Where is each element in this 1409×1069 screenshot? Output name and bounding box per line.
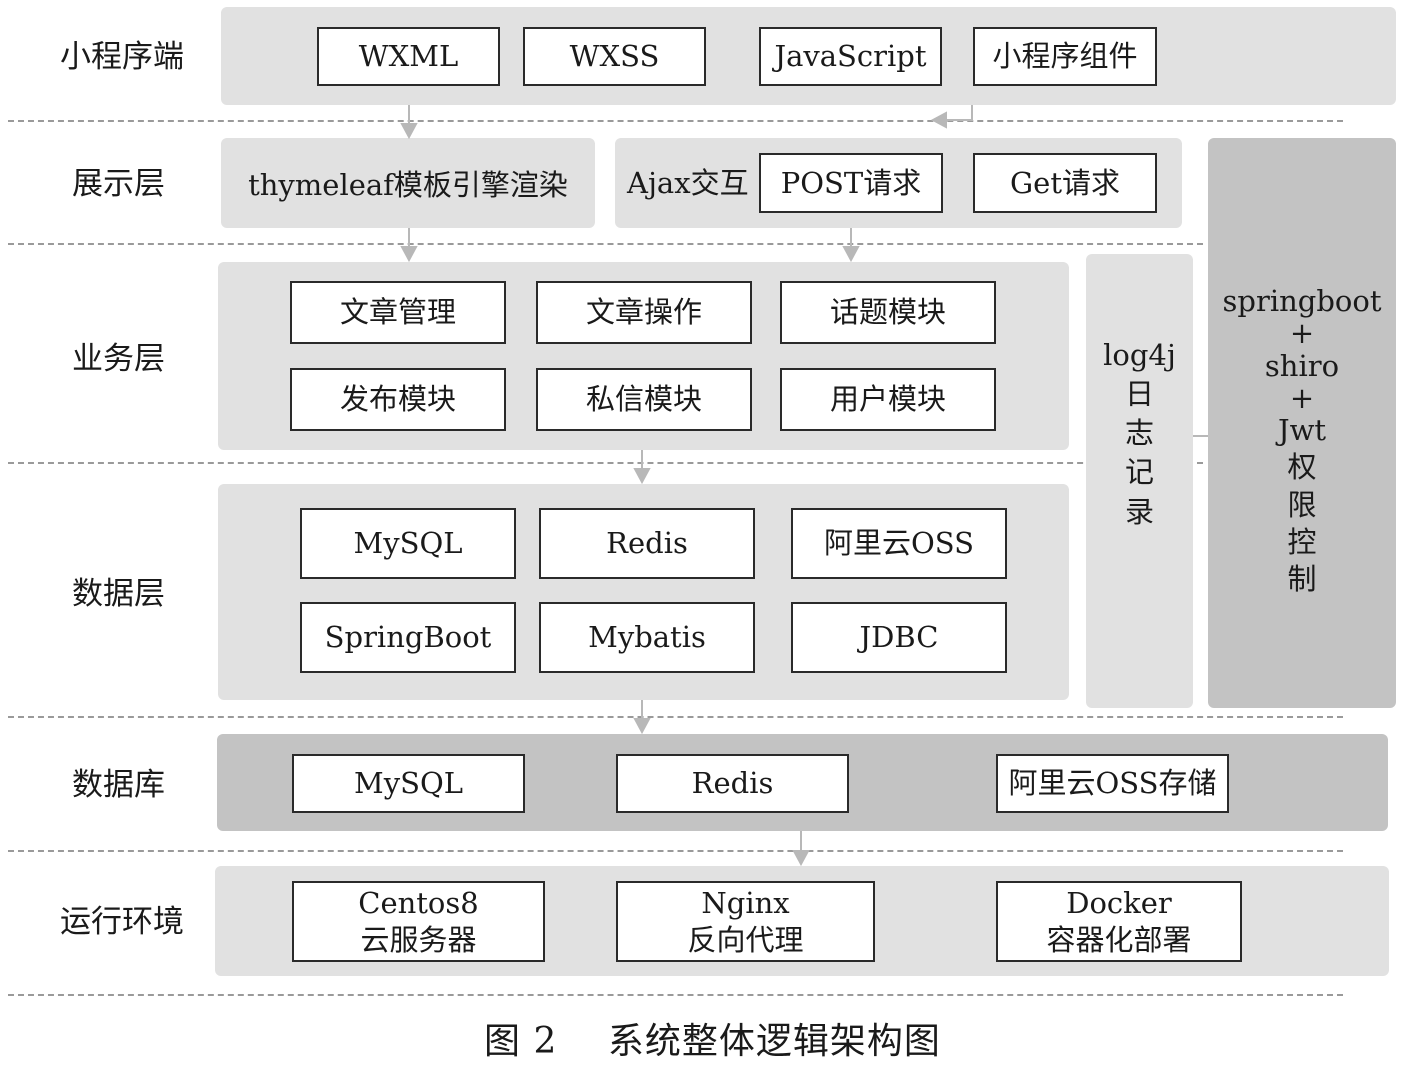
data-redis-box: Redis [539, 508, 755, 579]
post-request-box: POST请求 [759, 153, 943, 213]
db-redis-box: Redis [616, 754, 849, 813]
arrow-component-to-ajax [944, 105, 973, 121]
publish-module-box: 发布模块 [290, 368, 506, 431]
nginx-line1: Nginx [701, 886, 790, 921]
centos-line2: 云服务器 [360, 922, 477, 957]
label-display-layer: 展示层 [72, 165, 165, 202]
log-char-1: 日 [1124, 377, 1154, 412]
centos-line1: Centos8 [358, 886, 479, 921]
figure-caption: 图 2 系统整体逻辑架构图 [484, 1012, 941, 1062]
label-mini-program: 小程序端 [60, 38, 184, 75]
caption-figure-number: 图 2 [484, 1021, 558, 1062]
article-operation-box: 文章操作 [536, 281, 752, 344]
log-panel [1086, 254, 1193, 708]
nginx-line2: 反向代理 [687, 922, 804, 957]
docker-line1: Docker [1066, 886, 1172, 921]
log-char-4: 录 [1124, 494, 1154, 529]
wxss-box: WXSS [523, 27, 706, 86]
log-char-2: 志 [1124, 416, 1154, 451]
user-module-box: 用户模块 [780, 368, 996, 431]
separator-5 [8, 850, 1343, 852]
auth-text: springboot + shiro + Jwt 权 限 控 制 [1208, 283, 1396, 598]
article-management-box: 文章管理 [290, 281, 506, 344]
message-module-box: 私信模块 [536, 368, 752, 431]
auth-char-2: 限 [1287, 487, 1317, 522]
javascript-box: JavaScript [759, 27, 942, 86]
separator-2 [8, 243, 1203, 245]
data-oss-box: 阿里云OSS [791, 508, 1007, 579]
db-oss-storage-box: 阿里云OSS存储 [996, 754, 1229, 813]
auth-line-plus-2: + [1289, 380, 1315, 415]
caption-title: 系统整体逻辑架构图 [607, 1021, 941, 1062]
thymeleaf-text: thymeleaf模板引擎渲染 [248, 168, 568, 202]
log-text: log4j 日 志 记 录 [1086, 336, 1193, 532]
auth-char-1: 权 [1287, 450, 1317, 485]
auth-line-springboot: springboot [1222, 284, 1382, 318]
mini-component-box: 小程序组件 [973, 27, 1157, 86]
wxml-box: WXML [317, 27, 500, 86]
docker-box: Docker 容器化部署 [996, 881, 1242, 962]
label-data-layer: 数据层 [72, 575, 165, 612]
auth-char-4: 制 [1287, 561, 1317, 596]
separator-4 [8, 716, 1343, 718]
label-runtime: 运行环境 [60, 903, 184, 940]
log-line-log4j: log4j [1103, 338, 1176, 372]
db-mysql-box: MySQL [292, 754, 525, 813]
thymeleaf-panel [221, 138, 595, 228]
separator-3 [8, 462, 1203, 464]
mybatis-box: Mybatis [539, 602, 755, 673]
auth-char-3: 控 [1287, 524, 1317, 559]
centos-box: Centos8 云服务器 [292, 881, 545, 962]
auth-line-shiro: shiro [1264, 348, 1340, 383]
separator-1 [8, 120, 1343, 122]
get-request-box: Get请求 [973, 153, 1157, 213]
label-business-layer: 业务层 [72, 340, 165, 377]
docker-line2: 容器化部署 [1046, 922, 1192, 957]
auth-panel [1208, 138, 1396, 708]
log-char-3: 记 [1124, 455, 1154, 490]
nginx-box: Nginx 反向代理 [616, 881, 875, 962]
ajax-text: Ajax交互 [627, 166, 749, 200]
springboot-box: SpringBoot [300, 602, 516, 673]
label-database: 数据库 [72, 766, 165, 803]
auth-line-jwt: Jwt [1277, 413, 1327, 448]
jdbc-box: JDBC [791, 602, 1007, 673]
auth-line-plus-1: + [1289, 316, 1315, 351]
topic-module-box: 话题模块 [780, 281, 996, 344]
separator-6 [8, 994, 1343, 996]
data-mysql-box: MySQL [300, 508, 516, 579]
